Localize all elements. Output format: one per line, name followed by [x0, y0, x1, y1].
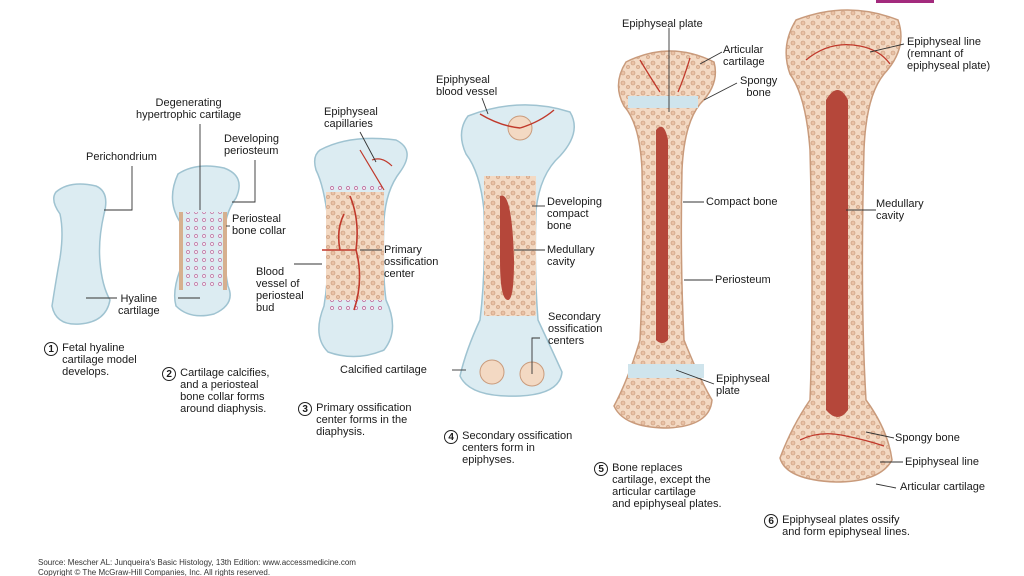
label-blood-vessel-bud: Blood vessel of periosteal bud: [256, 266, 304, 314]
label-spongy-bone-6: Spongy bone: [895, 432, 960, 444]
step-number: 4: [444, 430, 459, 444]
step-text: Epiphyseal plates ossify and form epiphy…: [782, 514, 910, 538]
label-epiphyseal-line-top: Epiphyseal line (remnant of epiphyseal p…: [907, 36, 991, 72]
label-articular-cartilage-6: Articular cartilage: [900, 481, 985, 493]
label-compact-bone: Compact bone: [706, 196, 778, 208]
copyright-line: Copyright © The McGraw-Hill Companies, I…: [38, 568, 271, 576]
step-text: Bone replaces cartilage, except the arti…: [612, 462, 722, 510]
label-secondary-ossification-centers: Secondary ossification centers: [548, 311, 603, 347]
label-primary-ossification-center: Primary ossification center: [384, 244, 439, 280]
label-articular-cartilage-top: Articular cartilage: [723, 44, 765, 68]
label-epiphyseal-plate-5: Epiphyseal plate: [716, 373, 770, 397]
step-text: Primary ossification center forms in the…: [316, 402, 412, 438]
stage-5-bone: [613, 50, 717, 429]
step-number: 6: [764, 514, 779, 528]
step-text: Secondary ossification centers form in e…: [462, 430, 573, 466]
label-periosteum: Periosteum: [715, 274, 771, 286]
label-epiphyseal-blood-vessel: Epiphyseal blood vessel: [436, 74, 498, 98]
label-developing-compact-bone: Developing compact bone: [547, 196, 603, 232]
label-developing-periosteum: Developing periosteum: [224, 133, 280, 157]
stage-2-bone: [171, 165, 240, 317]
label-spongy-bone-top: Spongy bone: [740, 75, 778, 99]
label-medullary-cavity-6: Medullary cavity: [876, 198, 924, 222]
accent-bar: [876, 0, 934, 3]
label-periosteal-bone-collar: Periosteal bone collar: [232, 213, 286, 237]
label-epiphyseal-capillaries: Epiphyseal capillaries: [324, 106, 378, 130]
label-calcified-cartilage: Calcified cartilage: [340, 364, 427, 376]
step-text: Cartilage calcifies, and a periosteal bo…: [180, 367, 270, 415]
stage-6-bone: [779, 9, 902, 483]
label-hyaline-cartilage: Hyaline cartilage: [118, 293, 160, 317]
step-text: Fetal hyaline cartilage model develops.: [62, 342, 137, 378]
label-perichondrium: Perichondrium: [86, 151, 157, 163]
label-epiphyseal-line-6: Epiphyseal line: [905, 456, 979, 468]
step-number: 1: [44, 342, 59, 356]
label-medullary-cavity-4: Medullary cavity: [547, 244, 595, 268]
step-number: 3: [298, 402, 313, 416]
label-degenerating-cartilage: Degenerating hypertrophic cartilage: [136, 97, 242, 121]
label-epiphyseal-plate-top: Epiphyseal plate: [622, 18, 703, 30]
source-line: Source: Mescher AL: Junqueira's Basic Hi…: [38, 558, 356, 567]
stage-4-bone: [459, 104, 575, 397]
leader-lines: [86, 28, 905, 489]
stage-1-bone: [51, 183, 111, 325]
step-number: 5: [594, 462, 609, 476]
step-number: 2: [162, 367, 177, 381]
